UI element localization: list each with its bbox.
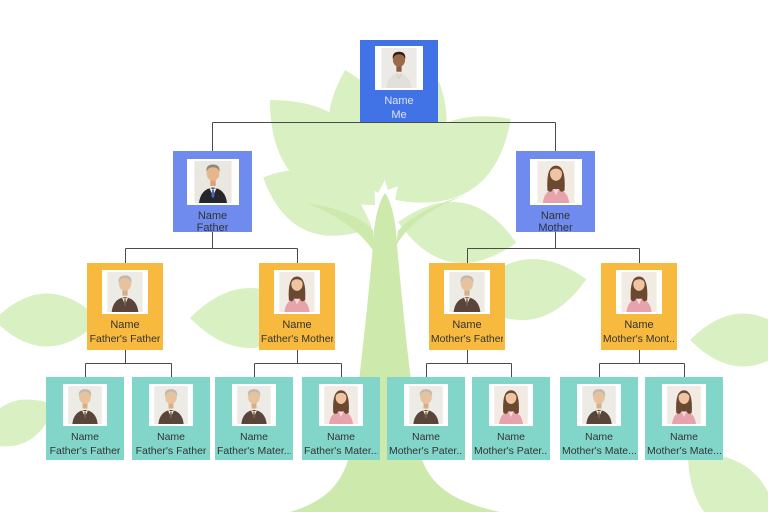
node-name: Name bbox=[496, 431, 525, 443]
great-grandparent-photo-frame bbox=[577, 384, 621, 426]
node-mothers-father[interactable]: Name Mother's Father bbox=[429, 263, 505, 350]
node-relation: Mother's Mate... bbox=[646, 445, 722, 457]
node-name: Name bbox=[70, 431, 99, 443]
node-relation: Me bbox=[391, 109, 407, 121]
node-name: Name bbox=[452, 319, 482, 331]
grandparent-photo-frame bbox=[444, 270, 490, 314]
elderly-man-avatar-icon bbox=[151, 386, 191, 424]
node-relation: Mother's Pater... bbox=[388, 445, 464, 457]
node-name: Name bbox=[384, 95, 414, 107]
elderly-man-avatar-icon bbox=[104, 272, 146, 312]
node-relation: Father's Father bbox=[135, 445, 207, 457]
node-relation: Father bbox=[196, 221, 229, 233]
node-relation: Mother bbox=[538, 221, 573, 233]
node-mothers-mother[interactable]: Name Mother's Mont... bbox=[601, 263, 677, 350]
node-relation: Father's Mater... bbox=[303, 445, 379, 457]
grandparent-photo-frame bbox=[616, 270, 662, 314]
woman-avatar-icon bbox=[276, 272, 318, 312]
node-name: Name bbox=[411, 431, 440, 443]
elderly-man-avatar-icon bbox=[65, 386, 105, 424]
grandparent-photo-frame bbox=[102, 270, 148, 314]
woman-avatar-icon bbox=[664, 386, 704, 424]
great-grandparent-photo-frame bbox=[232, 384, 276, 426]
great-grandparent-photo-frame bbox=[63, 384, 107, 426]
elderly-man-avatar-icon bbox=[579, 386, 619, 424]
father-photo-frame bbox=[186, 159, 239, 205]
node-relation: Father's Father bbox=[89, 333, 161, 345]
node-name: Name bbox=[197, 210, 228, 221]
node-mother[interactable]: Name Mother bbox=[516, 151, 595, 232]
node-name: Name bbox=[282, 319, 312, 331]
suit-man-avatar-icon bbox=[189, 161, 237, 203]
node-great-grandparent-6[interactable]: Name Mother's Pater... bbox=[472, 377, 550, 460]
great-grandparent-photo-frame bbox=[662, 384, 706, 426]
me-photo-frame bbox=[375, 46, 423, 90]
grandparent-photo-frame bbox=[274, 270, 320, 314]
node-great-grandparent-2[interactable]: Name Father's Father bbox=[132, 377, 210, 460]
great-grandparent-photo-frame bbox=[319, 384, 363, 426]
elderly-man-avatar-icon bbox=[406, 386, 446, 424]
node-relation: Mother's Mont... bbox=[602, 333, 676, 345]
generation-connectors bbox=[85, 122, 685, 377]
node-great-grandparent-1[interactable]: Name Father's Father bbox=[46, 377, 124, 460]
node-great-grandparent-8[interactable]: Name Mother's Mate... bbox=[645, 377, 723, 460]
node-fathers-mother[interactable]: Name Father's Mother bbox=[259, 263, 335, 350]
node-name: Name bbox=[540, 210, 571, 221]
node-name: Name bbox=[584, 431, 613, 443]
tree-trunk-icon bbox=[290, 193, 500, 512]
node-name: Name bbox=[239, 431, 268, 443]
node-relation: Father's Father bbox=[49, 445, 121, 457]
node-great-grandparent-5[interactable]: Name Mother's Pater... bbox=[387, 377, 465, 460]
node-name: Name bbox=[156, 431, 185, 443]
node-fathers-father[interactable]: Name Father's Father bbox=[87, 263, 163, 350]
node-relation: Father's Mother bbox=[260, 333, 334, 345]
young-man-avatar-icon bbox=[377, 48, 421, 88]
node-name: Name bbox=[110, 319, 140, 331]
node-father[interactable]: Name Father bbox=[173, 151, 252, 232]
node-relation: Mother's Father bbox=[430, 333, 504, 345]
node-relation: Mother's Mate... bbox=[561, 445, 637, 457]
great-grandparent-photo-frame bbox=[149, 384, 193, 426]
elderly-man-avatar-icon bbox=[446, 272, 488, 312]
great-grandparent-photo-frame bbox=[404, 384, 448, 426]
node-relation: Father's Mater... bbox=[216, 445, 292, 457]
woman-avatar-icon bbox=[532, 161, 580, 203]
node-name: Name bbox=[669, 431, 698, 443]
mother-photo-frame bbox=[529, 159, 582, 205]
node-great-grandparent-3[interactable]: Name Father's Mater... bbox=[215, 377, 293, 460]
node-name: Name bbox=[326, 431, 355, 443]
node-me[interactable]: Name Me bbox=[360, 40, 438, 122]
node-great-grandparent-4[interactable]: Name Father's Mater... bbox=[302, 377, 380, 460]
elderly-man-avatar-icon bbox=[234, 386, 274, 424]
node-relation: Mother's Pater... bbox=[473, 445, 549, 457]
node-great-grandparent-7[interactable]: Name Mother's Mate... bbox=[560, 377, 638, 460]
woman-avatar-icon bbox=[618, 272, 660, 312]
node-name: Name bbox=[624, 319, 654, 331]
great-grandparent-photo-frame bbox=[489, 384, 533, 426]
woman-avatar-icon bbox=[491, 386, 531, 424]
woman-avatar-icon bbox=[321, 386, 361, 424]
